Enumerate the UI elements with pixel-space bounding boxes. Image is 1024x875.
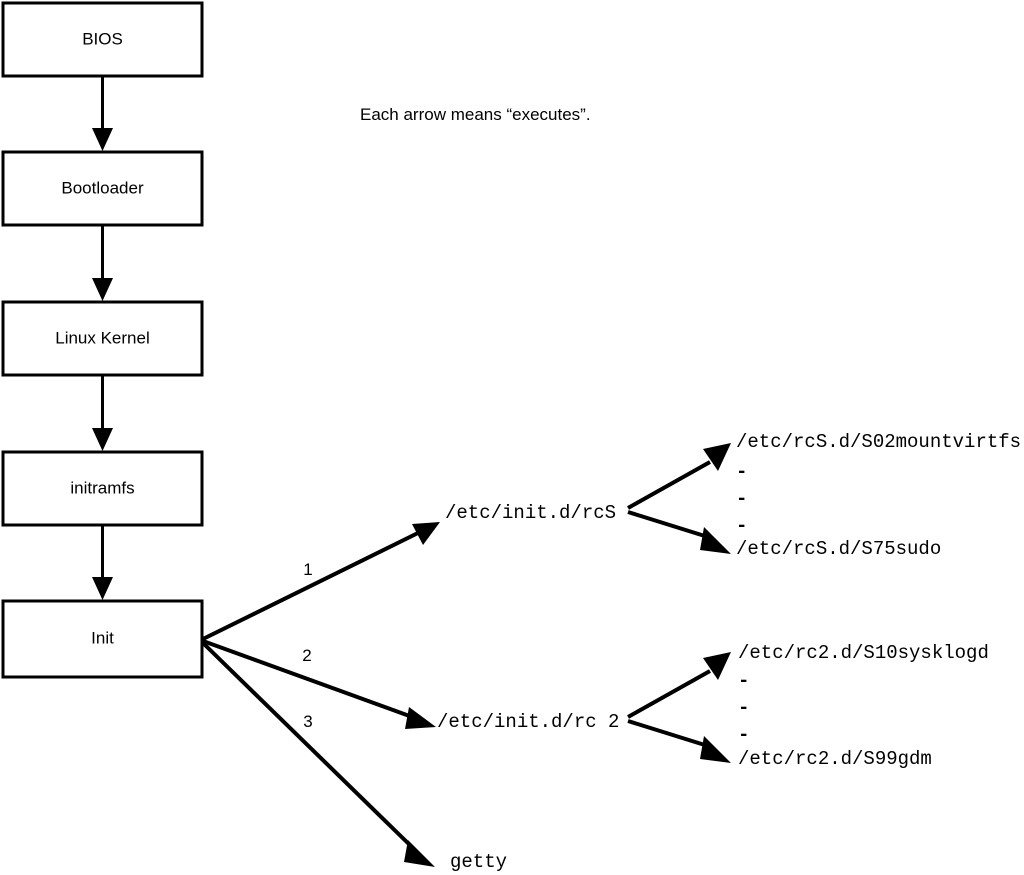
- bootloader-box: [1, 150, 204, 227]
- arrow-head-icon: [700, 527, 731, 554]
- edge-bios-to-bootloader: [92, 76, 113, 151]
- label-rc2-last-script: /etc/rc2.d/S99gdm: [738, 748, 932, 770]
- bootloader-label: Bootloader: [61, 178, 144, 197]
- node-linux-kernel: Linux Kernel: [1, 300, 204, 377]
- edge-rcs-to-s02mountvirtfs: [627, 443, 731, 510]
- bios-box: [1, 1, 204, 78]
- edge-bootloader-to-kernel: [92, 225, 113, 301]
- bios-label: BIOS: [82, 29, 123, 48]
- edge-line: [201, 641, 417, 852]
- edge-line: [627, 669, 711, 719]
- arrow-head-icon: [404, 840, 435, 867]
- init-box: [1, 599, 204, 679]
- node-bootloader: Bootloader: [1, 150, 204, 227]
- rc2-ellipsis-dash-1: -: [738, 670, 749, 692]
- node-bios: BIOS: [1, 1, 204, 78]
- edge-rc2-to-s99gdm: [627, 719, 731, 763]
- node-init: Init: [1, 599, 204, 679]
- edge-line: [627, 510, 709, 539]
- edge-number-2: 2: [302, 646, 311, 665]
- rcs-ellipsis-dash-1: -: [736, 461, 747, 483]
- rc2-ellipsis-dash-3: -: [738, 724, 749, 746]
- linux-kernel-label: Linux Kernel: [55, 328, 150, 347]
- arrow-head-icon: [92, 278, 113, 301]
- label-getty: getty: [450, 851, 507, 873]
- label-etc-init-d-rc-2: /etc/init.d/rc 2: [437, 711, 619, 733]
- edge-line: [627, 719, 709, 748]
- linux-kernel-box: [1, 300, 204, 377]
- arrow-head-icon: [412, 522, 440, 545]
- edge-init-to-rcs: 1: [202, 522, 440, 641]
- arrow-head-icon: [703, 443, 731, 471]
- edge-rc2-to-s10sysklogd: [627, 652, 731, 719]
- rcs-ellipsis-dash-3: -: [736, 515, 747, 537]
- arrow-head-icon: [703, 652, 731, 680]
- label-rcs-last-script: /etc/rcS.d/S75sudo: [736, 538, 941, 560]
- edge-kernel-to-initramfs: [92, 375, 113, 451]
- init-label: Init: [91, 628, 114, 647]
- arrow-head-icon: [92, 428, 113, 451]
- arrow-head-icon: [700, 736, 731, 763]
- edge-init-to-rc2: 2: [202, 639, 436, 729]
- label-rc2-first-script: /etc/rc2.d/S10sysklogd: [738, 642, 989, 664]
- edge-number-3: 3: [303, 712, 312, 731]
- rcs-ellipsis-dash-2: -: [736, 488, 747, 510]
- rc2-ellipsis-dash-2: -: [738, 697, 749, 719]
- node-initramfs: initramfs: [1, 450, 204, 527]
- arrow-head-icon: [92, 128, 113, 151]
- label-rcs-first-script: /etc/rcS.d/S02mountvirtfs: [736, 431, 1021, 453]
- legend-note: Each arrow means “executes”.: [360, 105, 591, 124]
- edge-line: [202, 529, 423, 641]
- edge-initramfs-to-init: [92, 525, 113, 600]
- edge-line: [202, 639, 416, 720]
- edge-rcs-to-s75sudo: [627, 510, 731, 554]
- initramfs-label: initramfs: [70, 478, 134, 497]
- edge-number-1: 1: [303, 560, 312, 579]
- edge-init-to-getty: 3: [201, 641, 435, 867]
- arrow-head-icon: [92, 577, 113, 600]
- label-etc-init-d-rcs: /etc/init.d/rcS: [445, 502, 616, 524]
- edge-line: [627, 460, 711, 510]
- arrow-head-icon: [405, 707, 436, 729]
